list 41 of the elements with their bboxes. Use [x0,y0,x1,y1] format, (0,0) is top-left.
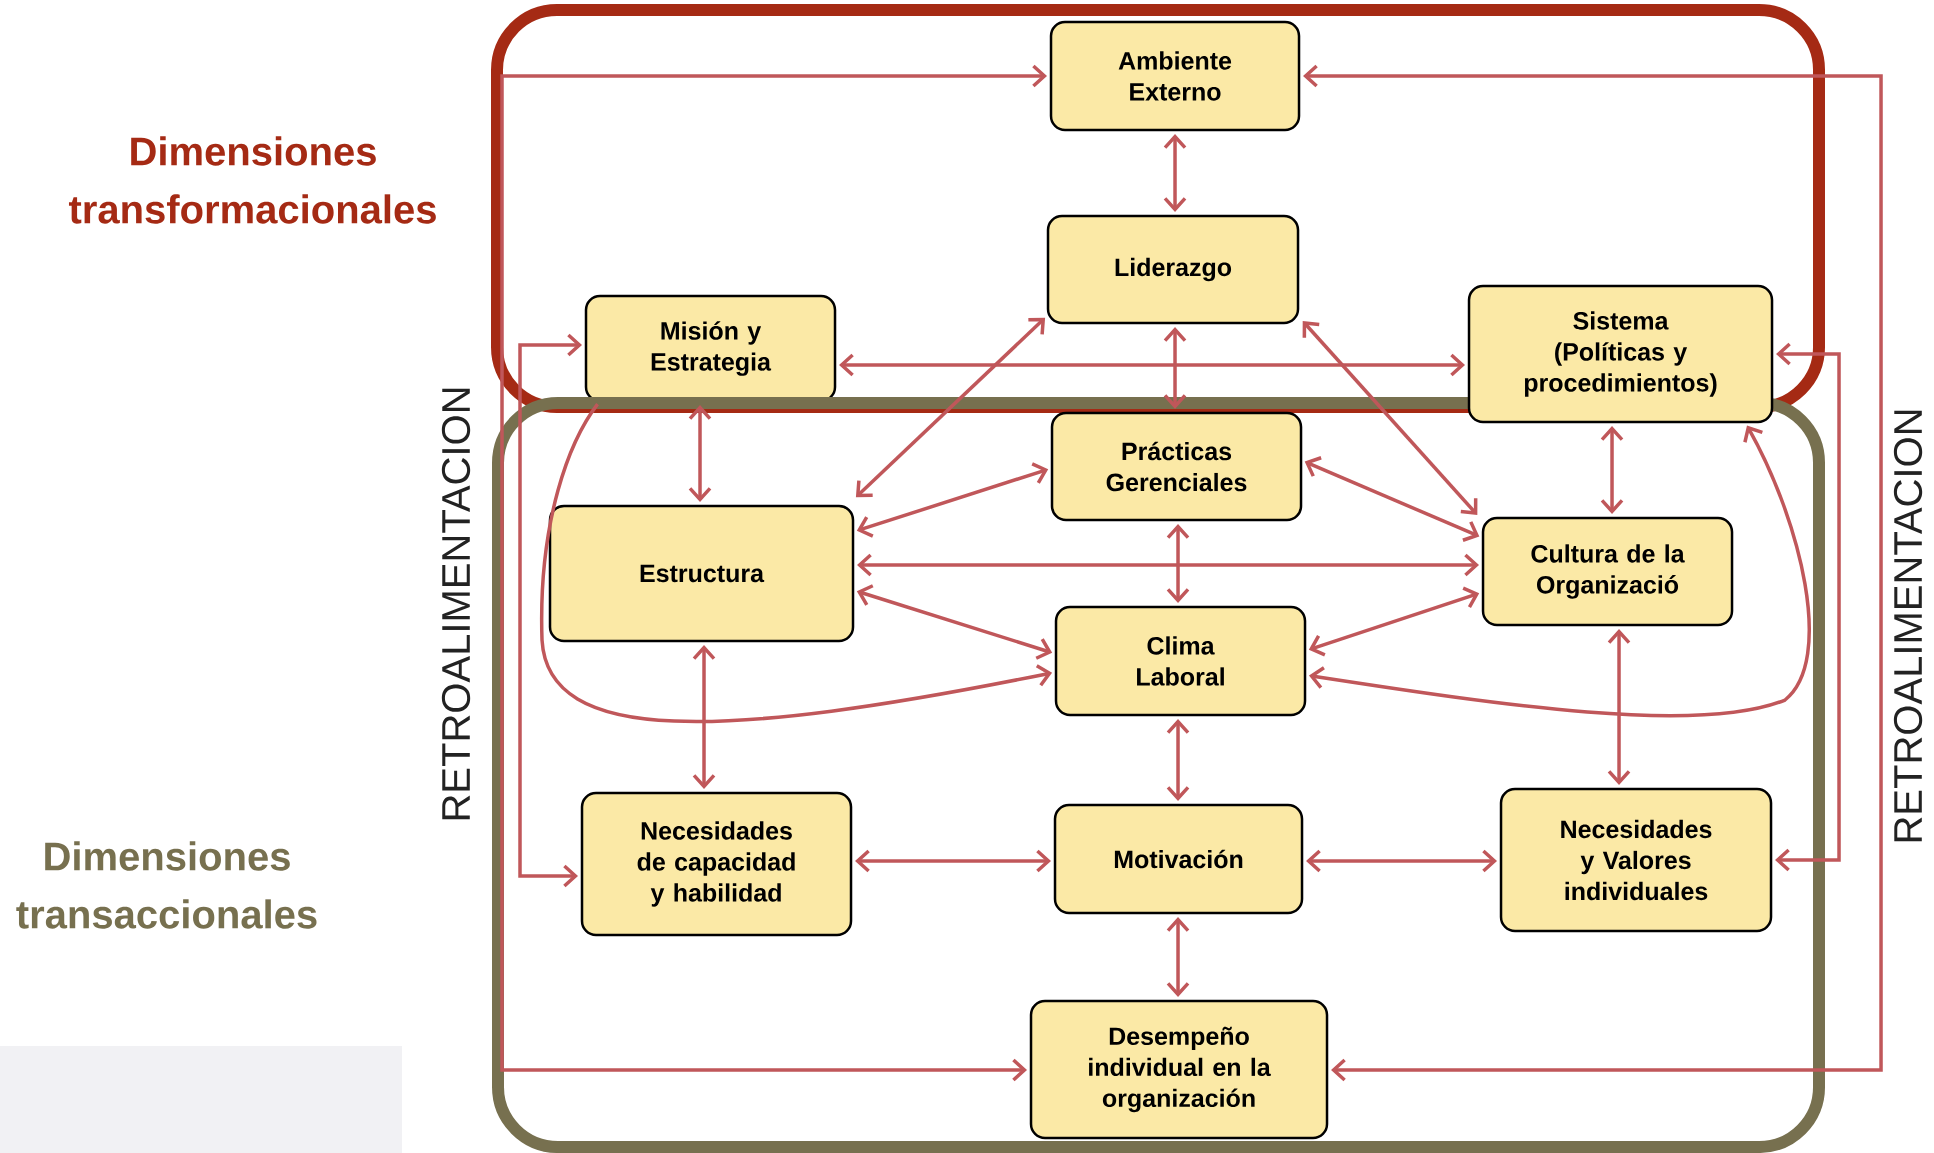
process-box: Estructura [548,504,855,643]
arrow [855,317,1046,498]
arrow [1163,134,1187,212]
arrow [688,405,712,502]
arrow [1304,456,1480,542]
curved-arrow [1308,425,1811,718]
arrow [1163,327,1187,409]
arrow [1306,849,1498,873]
process-box: Cultura de la Organizació [1481,516,1734,627]
arrow [692,645,716,789]
process-box: Desempeño individual en la organización [1029,999,1329,1140]
process-box: Motivación [1053,803,1304,915]
feedback-arrow [1303,64,1883,1082]
arrow [855,849,1052,873]
arrow [1166,719,1190,801]
arrow [1600,426,1624,514]
feedback-arrow [500,64,1048,1082]
arrow [857,553,1480,577]
side-label: RETROALIMENTACION [1893,410,1923,842]
arrow [839,353,1466,377]
feedback-arrow [518,333,582,888]
process-box: Prácticas Gerenciales [1050,411,1303,522]
arrow [1302,320,1478,516]
arrow [1607,629,1631,785]
arrow [1166,917,1190,997]
region-heading: Dimensiones transaccionales [16,841,317,929]
process-box: Ambiente Externo [1049,20,1301,132]
arrow [856,584,1053,660]
arrow [1308,586,1480,657]
process-box: Misión y Estrategia [584,294,837,403]
process-box: Liderazgo [1046,214,1300,325]
side-label: RETROALIMENTACION [441,388,471,820]
process-box: Clima Laboral [1054,605,1307,717]
arrow [1166,524,1190,603]
process-box: Necesidades de capacidad y habilidad [580,791,853,937]
region-heading: Dimensiones transformacionales [69,136,436,224]
feedback-arrow [1775,342,1841,872]
arrow [856,462,1049,538]
process-box: Necesidades y Valores individuales [1499,787,1773,933]
curved-arrow [540,403,1053,723]
process-box: Sistema (Políticas y procedimientos) [1467,284,1774,424]
